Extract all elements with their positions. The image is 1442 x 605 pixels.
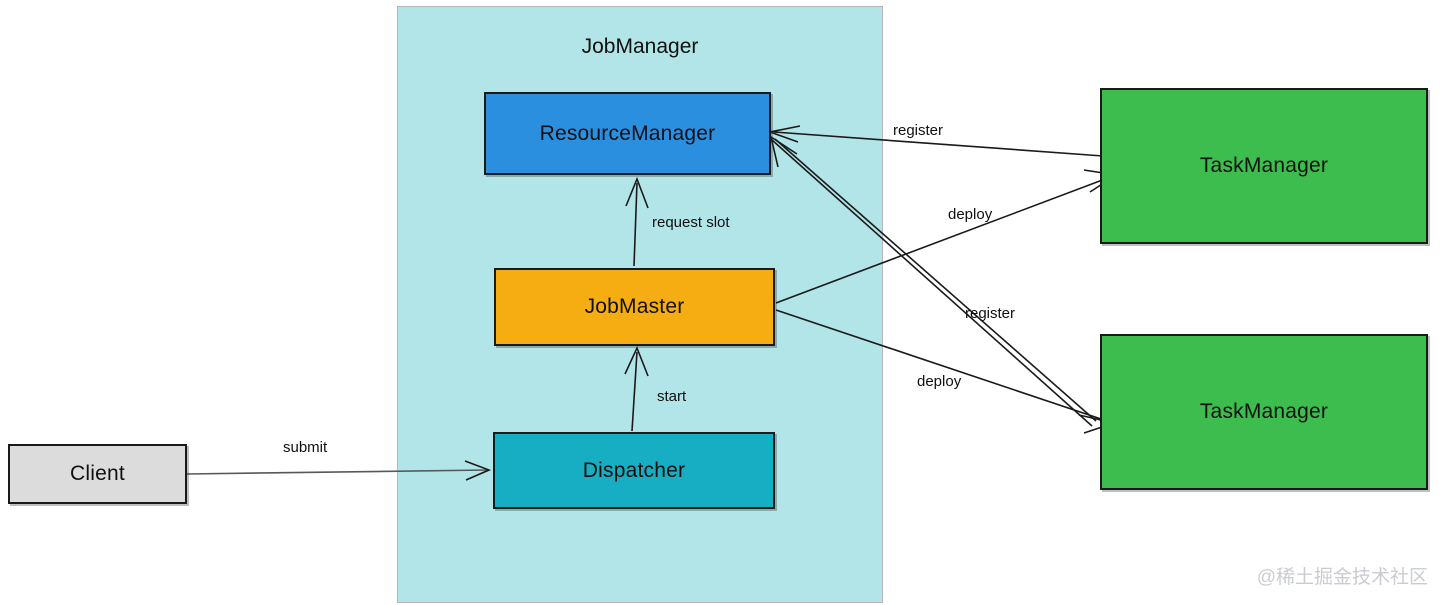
node-dispatcher[interactable]: Dispatcher [493,432,775,509]
jobmanager-title: JobManager [581,35,699,58]
edge-label-submit: submit [283,439,328,456]
node-resourcemanager-label: ResourceManager [539,121,716,145]
node-taskmanager-bottom-label: TaskManager [1199,400,1329,423]
node-client[interactable]: Client [8,444,187,504]
node-jobmaster-label: JobMaster [584,295,685,318]
edge-label-deploy-bottom: deploy [917,373,962,390]
edge-label-register-top: register [893,122,944,139]
edge-label-start: start [657,388,687,405]
node-taskmanager-top[interactable]: TaskManager [1100,88,1428,244]
node-taskmanager-bottom[interactable]: TaskManager [1100,334,1428,490]
edge-label-request-slot: request slot [652,214,730,231]
node-resourcemanager[interactable]: ResourceManager [484,92,771,175]
edge-label-deploy-top: deploy [948,206,993,223]
node-taskmanager-top-label: TaskManager [1199,154,1329,177]
node-client-label: Client [70,462,125,485]
node-jobmaster[interactable]: JobMaster [494,268,775,346]
edge-label-register-bottom: register [965,305,1016,322]
watermark: @稀土掘金技术社区 [1256,567,1428,588]
node-dispatcher-label: Dispatcher [582,458,686,482]
